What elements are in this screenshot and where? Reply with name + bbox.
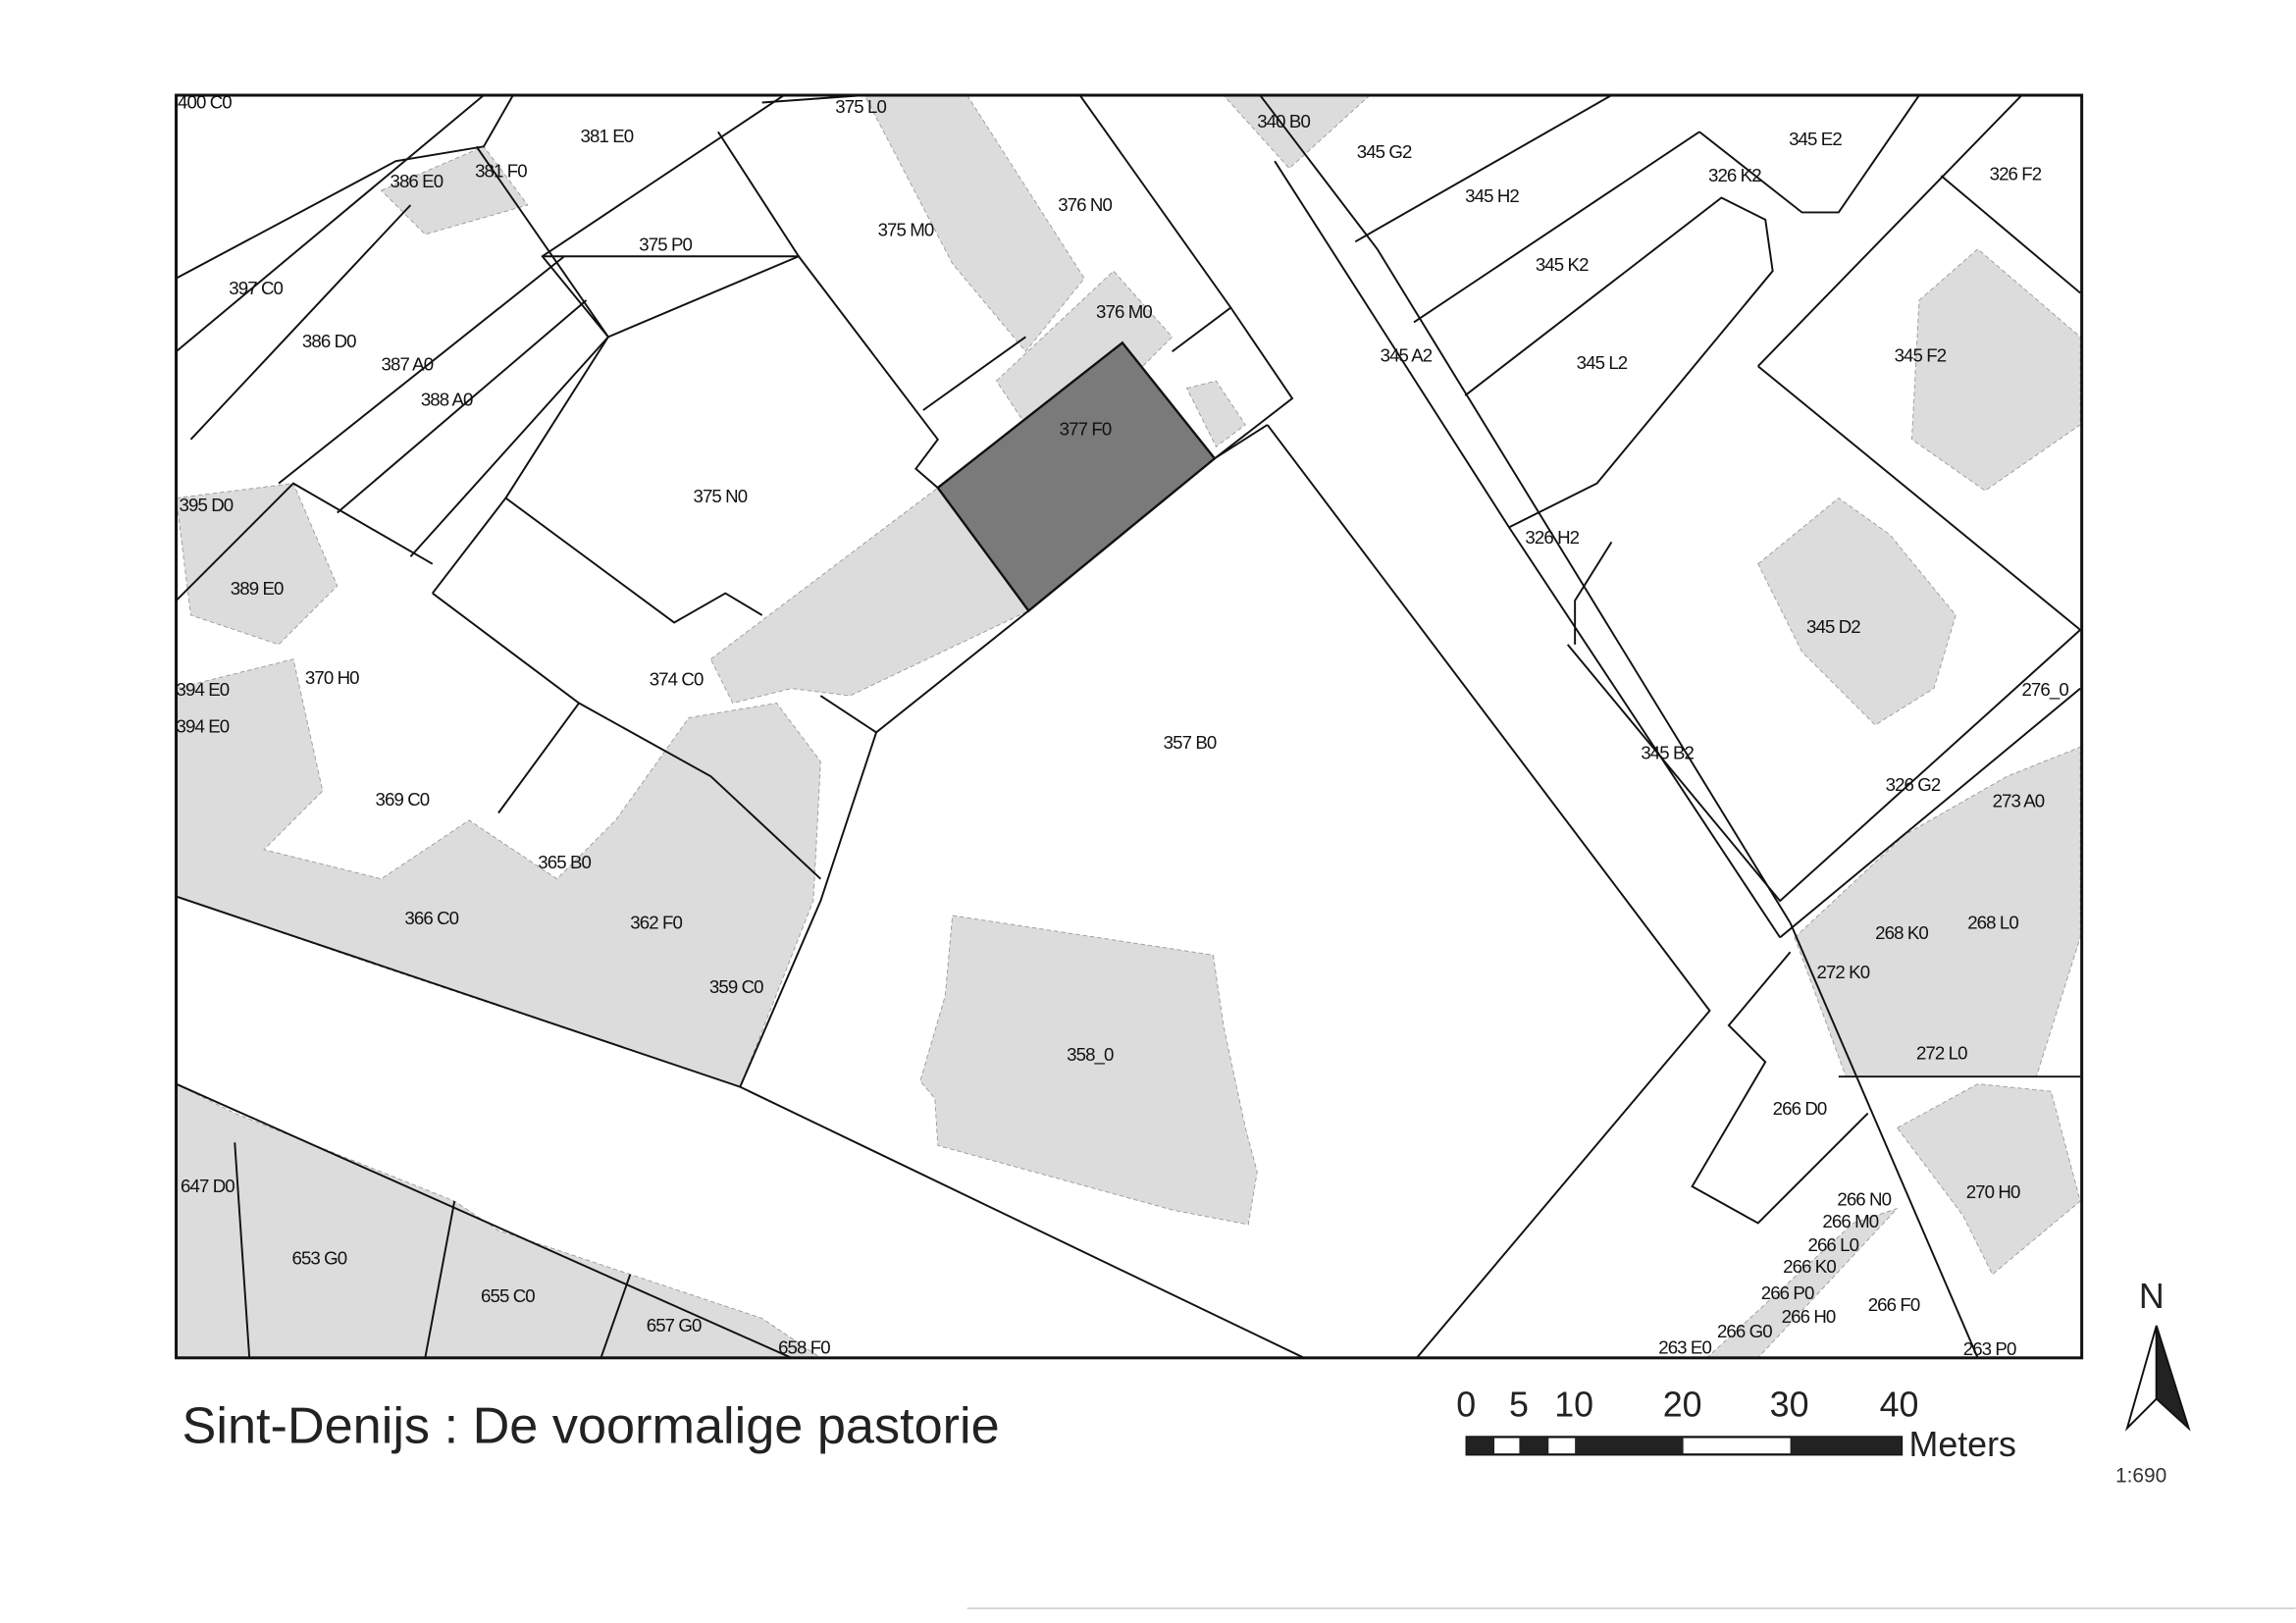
parcel-label: 386 E0 [390, 171, 443, 191]
parcel-label: 345 A2 [1381, 345, 1433, 366]
parcel-label: 394 E0 [177, 679, 230, 700]
parcel-label: 381 F0 [475, 161, 527, 182]
parcel-label: 362 F0 [630, 912, 682, 932]
parcel-label: 395 D0 [180, 495, 234, 515]
parcel-label: 345 G2 [1357, 141, 1412, 162]
scale-tick-label: 10 [1554, 1386, 1593, 1425]
parcel-label: 375 L0 [835, 96, 886, 117]
parcel-label: 358_0 [1067, 1044, 1114, 1066]
parcel-label: 653 G0 [291, 1247, 346, 1268]
map-border [175, 93, 2084, 1360]
parcel-label: 397 C0 [229, 278, 283, 298]
parcel-label: 266 M0 [1822, 1211, 1878, 1231]
parcel-label: 370 H0 [305, 667, 359, 688]
parcel-label: 359 C0 [709, 976, 763, 997]
parcel-label: 345 B2 [1641, 742, 1694, 762]
parcel-label: 388 A0 [421, 390, 473, 410]
parcel-label: 375 P0 [639, 234, 692, 254]
parcel-label: 273 A0 [1993, 791, 2045, 812]
parcel-labels: 400 C0 375 L0 340 B0 381 E0 386 E0 381 F… [177, 91, 2070, 1359]
parcel-label: 365 B0 [538, 852, 591, 872]
parcel-label: 268 L0 [1967, 912, 2018, 932]
parcel-label: 272 K0 [1816, 962, 1869, 982]
parcel-label: 266 F0 [1868, 1294, 1920, 1315]
parcel-label: 657 G0 [647, 1315, 702, 1335]
north-arrow-icon [2124, 1325, 2158, 1432]
scale-tick-label: 5 [1509, 1386, 1529, 1425]
parcel-boundaries [176, 95, 2081, 1358]
parcel-label: 345 D2 [1806, 616, 1860, 637]
parcel-label: 387 A0 [382, 354, 434, 375]
parcel-label: 369 C0 [376, 789, 430, 810]
scale-tick-label: 20 [1663, 1386, 1702, 1425]
parcel-label: 658 F0 [778, 1336, 830, 1357]
parcel-label: 345 K2 [1536, 254, 1589, 275]
parcel-label: 381 E0 [581, 126, 634, 146]
parcel-label: 400 C0 [178, 91, 232, 112]
parcel-label: 266 D0 [1773, 1098, 1827, 1119]
parcel-label: 263 P0 [1963, 1338, 2016, 1359]
parcel-label: 270 H0 [1966, 1181, 2020, 1202]
parcel-label: 647 D0 [181, 1176, 235, 1196]
parcel-label: 376 M0 [1096, 301, 1152, 322]
scale-bar: 0 5 10 20 30 40 Meters [1456, 1386, 2016, 1464]
scale-unit: Meters [1908, 1425, 2015, 1464]
parcel-label: 266 K0 [1783, 1256, 1836, 1277]
scale-ratio: 1:690 [2115, 1465, 2166, 1488]
parcel-label: 268 K0 [1875, 922, 1928, 943]
parcel-label: 374 C0 [650, 669, 704, 690]
map-frame[interactable]: 400 C0 375 L0 340 B0 381 E0 386 E0 381 F… [175, 91, 2084, 1360]
map-title: Sint-Denijs : De voormalige pastorie [183, 1397, 1000, 1454]
parcel-label: 345 H2 [1465, 185, 1519, 206]
parcel-label: 394 E0 [177, 715, 230, 736]
parcel-label: 357 B0 [1164, 732, 1217, 753]
scale-tick-label: 40 [1880, 1386, 1919, 1425]
parcel-label: 340 B0 [1257, 111, 1310, 131]
parcel-label: 272 L0 [1916, 1042, 1967, 1063]
buildings [176, 95, 2081, 1358]
parcel-label: 266 H0 [1782, 1306, 1836, 1327]
parcel-label: 376 N0 [1058, 194, 1112, 215]
parcel-label: 345 F2 [1895, 345, 1947, 366]
parcel-label: 266 N0 [1837, 1189, 1891, 1210]
parcel-label: 266 P0 [1761, 1283, 1814, 1303]
parcel-label: 266 G0 [1717, 1321, 1772, 1341]
parcel-label: 345 E2 [1789, 129, 1842, 149]
parcel-label: 377 F0 [1060, 418, 1112, 439]
parcel-label: 326 F2 [1990, 164, 2042, 184]
parcel-label: 266 L0 [1807, 1234, 1858, 1255]
parcel-label: 366 C0 [404, 908, 458, 928]
parcel-label: 375 M0 [878, 219, 934, 239]
scale-tick-label: 0 [1456, 1386, 1476, 1425]
parcel-label: 655 C0 [481, 1285, 535, 1306]
parcel-label: 263 E0 [1658, 1336, 1711, 1357]
parcel-label: 326 H2 [1525, 527, 1579, 548]
scale-tick-label: 30 [1770, 1386, 1809, 1425]
parcel-label: 375 N0 [693, 486, 747, 506]
north-label: N [2139, 1277, 2165, 1316]
parcel-label: 389 E0 [231, 578, 284, 599]
parcel-label: 345 L2 [1577, 352, 1628, 373]
parcel-label: 276_0 [2021, 679, 2068, 701]
parcel-label: 326 G2 [1886, 774, 1941, 795]
parcel-label: 386 D0 [302, 331, 356, 351]
north-arrow: N [2124, 1277, 2191, 1432]
parcel-label: 326 K2 [1708, 165, 1761, 185]
